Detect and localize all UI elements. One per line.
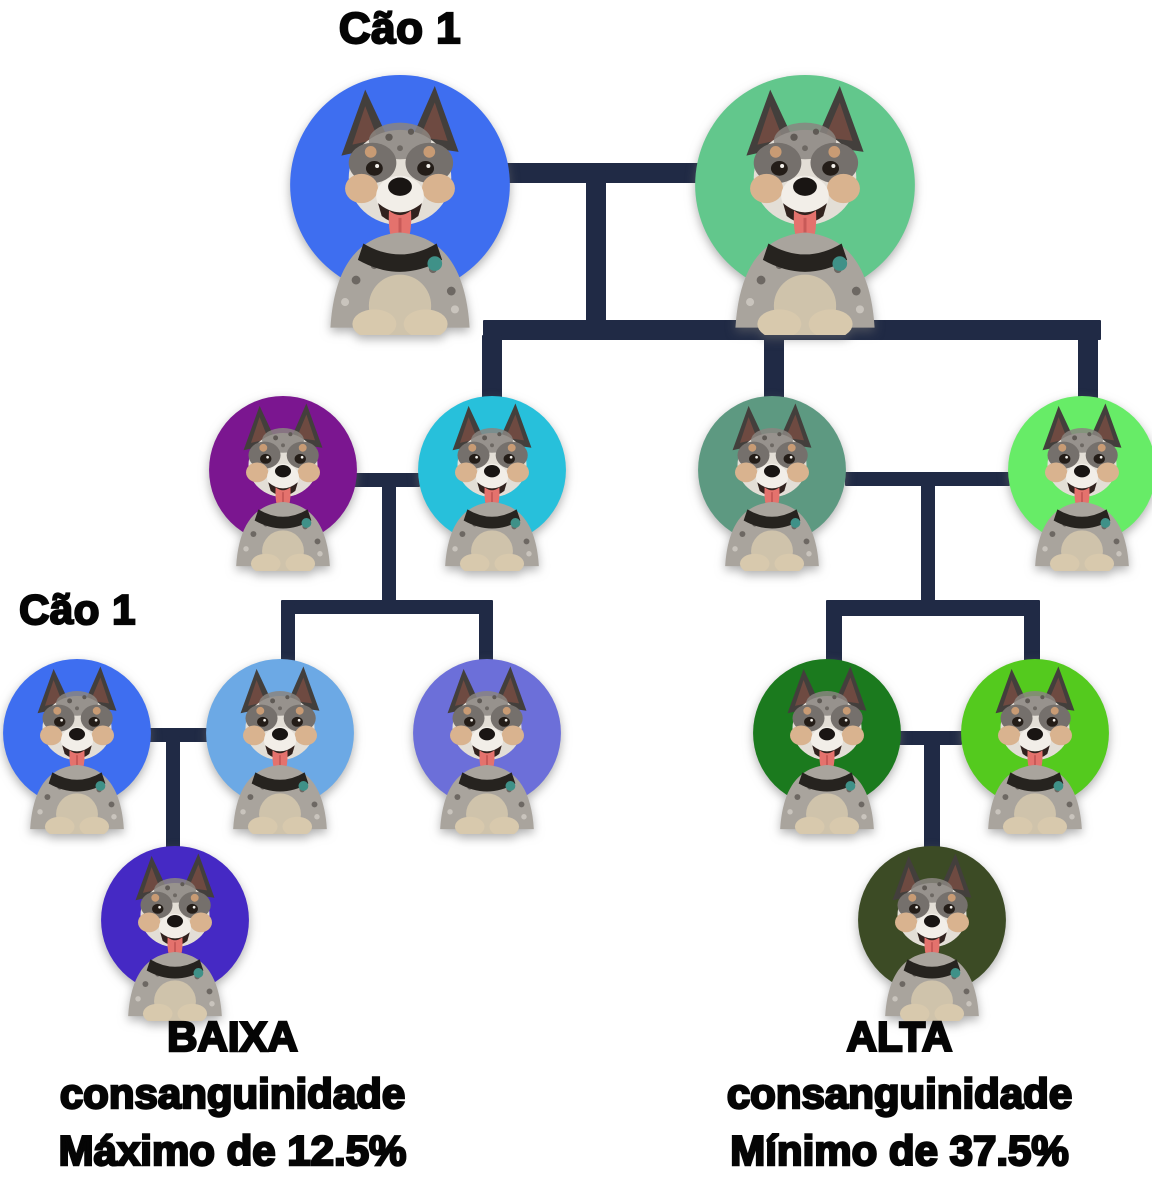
dog-node-g3-child-lightblue [206,659,354,834]
connector-g1-stem [586,170,606,340]
caption-low-subtitle: consanguinidade [59,1069,407,1118]
caption-low-title: BAIXA [166,1012,299,1061]
connector-left-children-bar [281,600,493,614]
connector-drop-indigo [166,736,180,850]
connector-right-children-bar [826,600,1040,616]
connector-drop-periwinkle [479,604,493,664]
connector-cao1-couple [148,728,210,742]
caption-high-consanguinity: ALTA consanguinidade Mínimo de 37.5% [672,1008,1127,1179]
dog-node-g3-child-periwinkle [413,659,561,834]
dog-node-g1-sire [290,75,510,335]
connector-drop-brightgreen [1024,604,1040,664]
connector-drop-olive [924,737,940,850]
dog-node-g1-dam [695,75,915,335]
connector-drop-lightblue [281,604,295,664]
connector-drop-darkgreen [826,604,842,664]
connector-sage-lightgreen-stem [921,478,935,606]
caption-high-title: ALTA [845,1012,953,1061]
dog-node-g4-child-olive [858,846,1006,1021]
dog-node-g2-mate-purple [209,396,357,571]
dog-node-g2-child-sage [698,396,846,571]
connector-purple-cyan-stem [382,480,396,608]
label-outside-dog: Cão 1 [18,585,137,634]
dog-node-g3-child-darkgreen [753,659,901,834]
connector-drop-lightgreen [1078,335,1098,410]
caption-high-subtitle: consanguinidade [726,1069,1074,1118]
dog-node-g2-child-cyan [418,396,566,571]
caption-low-value: Máximo de 12.5% [57,1126,407,1175]
caption-low-consanguinity: BAIXA consanguinidade Máximo de 12.5% [5,1008,460,1179]
dog-node-g3-outside-blue [3,659,151,834]
label-top-dog: Cão 1 [338,3,462,54]
caption-high-value: Mínimo de 37.5% [729,1126,1070,1175]
dog-node-g2-child-lightgreen [1008,396,1152,571]
dog-node-g4-child-indigo [101,846,249,1021]
connector-drop-sage [764,335,784,410]
dog-node-g3-child-brightgreen [961,659,1109,834]
connector-drop-cyan [482,335,502,410]
